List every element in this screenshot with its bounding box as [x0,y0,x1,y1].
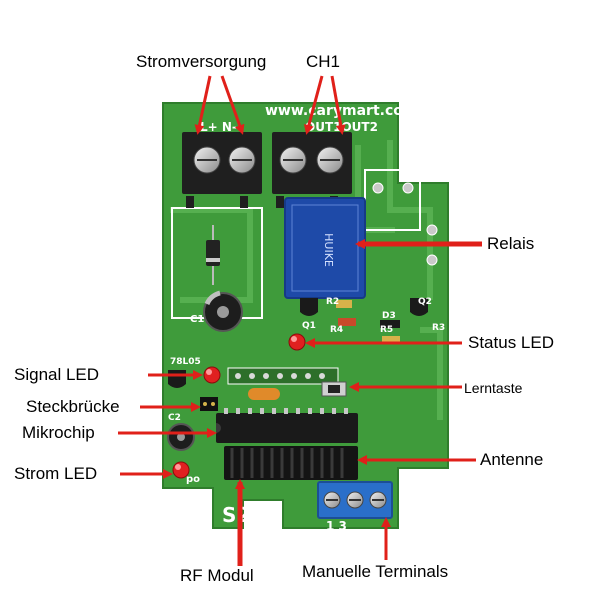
silk-q1: Q1 [302,321,316,331]
arrow-stromversorgung-2 [220,75,245,135]
inductor [248,388,280,400]
label-ch1: CH1 [306,52,341,71]
manual-terminal-block [317,481,393,519]
website-silk: www.carymart.com [265,103,417,119]
silk-d3: D3 [382,311,396,321]
transistor-q2 [410,298,428,316]
status-led [288,333,306,351]
resistor-r4 [338,318,356,326]
capacitor-c1 [203,290,243,332]
silk-c2: C2 [168,413,181,423]
signal-led [203,366,221,384]
model-silk: S2X [222,503,266,527]
silk-r3: R3 [432,323,445,333]
pin-header [227,367,339,385]
silk-r2: R2 [326,297,339,307]
power-terminal-block [182,132,262,208]
label-status-led: Status LED [468,333,554,352]
label-mikrochip: Mikrochip [22,423,95,442]
arrow-ch1-1 [303,75,324,135]
label-relais: Relais [487,234,535,253]
ch1-terminal-block [272,132,352,208]
silk-r5: R5 [380,325,393,335]
label-lerntaste: Lerntaste [464,380,523,396]
jumper [200,397,218,411]
arrow-ch1-2 [330,75,346,135]
rf-module [224,446,358,480]
silk-q2: Q2 [418,297,432,307]
silk-pow: po [186,474,200,485]
relay: HUIKE [284,197,366,299]
label-signal-led: Signal LED [14,365,100,384]
label-antenne: Antenne [480,450,544,469]
label-manuelle-terminals: Manuelle Terminals [302,562,449,581]
label-strom-led: Strom LED [14,464,98,483]
callout-arrows [118,75,482,566]
silk-78l05: 78L05 [170,357,201,367]
regulator-78l05 [168,370,186,388]
label-rf-modul: RF Modul [180,566,254,585]
label-steckbruecke: Steckbrücke [26,397,120,416]
silk-r4: R4 [330,325,343,335]
diode [206,225,220,285]
arrow-stromversorgung-1 [194,75,212,135]
terminal-numbers: 1 3 [326,519,347,533]
diode-d3 [380,320,400,328]
silk-c1: C1 [190,314,204,325]
microchip [216,408,358,443]
resistor-r2 [336,300,352,308]
capacitor-c2 [167,423,195,451]
terminal-silk: L+ N- [200,120,237,134]
transistor-q1 [300,298,318,316]
resistor-r5 [382,336,400,344]
label-stromversorgung: Stromversorgung [136,52,267,71]
power-led [172,461,190,479]
relay-text: HUIKE [322,233,335,267]
learn-button [321,381,347,397]
